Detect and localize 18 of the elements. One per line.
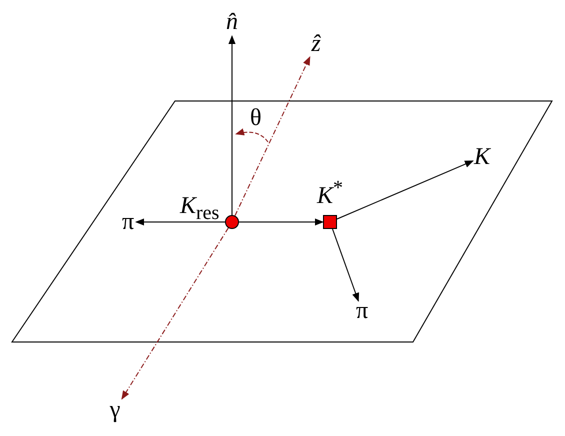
particle-label: π — [120, 212, 136, 232]
vertex-dot — [225, 215, 239, 229]
particle-label: K — [473, 146, 491, 168]
particle-label: π — [354, 301, 370, 321]
arrow — [234, 56, 310, 216]
vertex-square — [323, 215, 337, 229]
particle-label: K$^{*}$ — [317, 178, 344, 208]
angle-label: θ — [250, 106, 262, 130]
particle-label: n̂ — [224, 8, 240, 36]
arrow — [332, 228, 360, 302]
arrow — [238, 218, 324, 226]
arrow — [336, 160, 474, 220]
arrow — [121, 227, 229, 400]
arrow — [228, 35, 236, 216]
particle-label: K$_{res}$ — [180, 194, 220, 223]
particle-label: γ — [107, 399, 123, 421]
arrow — [135, 218, 226, 226]
particle-label: ẑ — [308, 31, 324, 57]
